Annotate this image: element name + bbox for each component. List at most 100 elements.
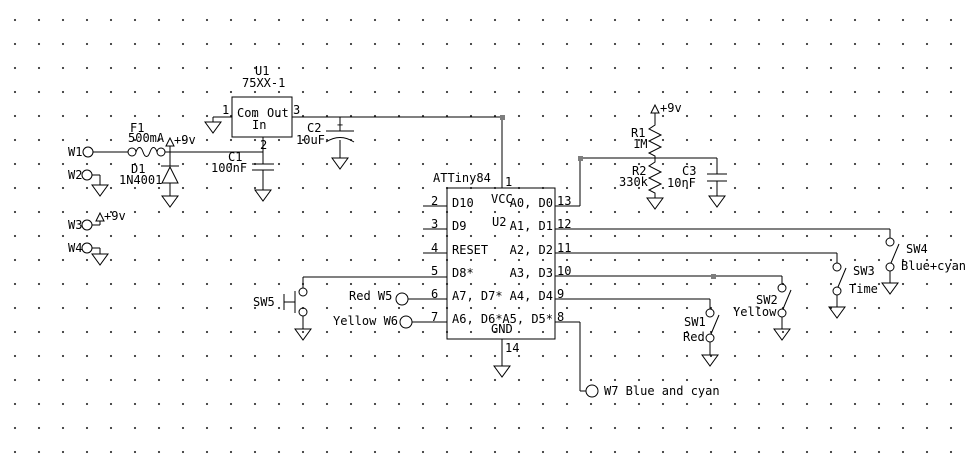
- terminal-w2[interactable]: [81, 169, 93, 181]
- terminal-w5-label: Red W5: [349, 289, 393, 303]
- ground-icon: [493, 365, 511, 378]
- mcu-pin-num: 12: [557, 217, 572, 231]
- sw4-note-label: Blue+cyan: [901, 259, 967, 273]
- selection-handles[interactable]: [500, 115, 716, 279]
- sw5-ref-label: SW5: [253, 295, 275, 309]
- ground-icon: [294, 328, 312, 341]
- mcu-ref-label: U2: [492, 215, 507, 229]
- switch-sw3[interactable]: [832, 262, 847, 296]
- regulator-value-label: 75XX-1: [242, 76, 286, 90]
- selection-handle: [711, 274, 716, 279]
- mcu-gnd-label: GND: [491, 322, 513, 336]
- mcu-pin-num: 2: [431, 194, 439, 208]
- mcu-u2[interactable]: [446, 187, 556, 340]
- terminal-w5[interactable]: [395, 292, 409, 306]
- ground-icon: [331, 157, 349, 170]
- regulator-pin-com-label: Com: [237, 106, 259, 120]
- c1-ref-label: C1: [228, 150, 243, 164]
- sw1-ref-label: SW1: [684, 315, 706, 329]
- ground-icon: [881, 282, 899, 295]
- regulator-pin-out-label: Out: [267, 106, 289, 120]
- capacitor-c2[interactable]: [325, 137, 355, 143]
- ground-icon: [91, 184, 109, 197]
- terminal-w6[interactable]: [399, 315, 413, 329]
- fuse-ref-label: F1: [130, 121, 145, 135]
- c2-polarity-mark: +: [337, 120, 344, 131]
- power-arrow-icon: [95, 211, 105, 222]
- mcu-pin-num: 11: [557, 241, 572, 255]
- selection-handle: [500, 115, 505, 120]
- switch-sw4[interactable]: [885, 237, 900, 272]
- sw1-note-label: Red: [683, 330, 705, 344]
- power-symbols: [95, 103, 660, 222]
- switch-sw1[interactable]: [705, 308, 720, 343]
- sw3-note-label: Time: [849, 282, 878, 296]
- terminal-w3-label: W3: [68, 218, 83, 232]
- terminal-w6-label: Yellow W6: [333, 314, 399, 328]
- mcu-pin1-num: 1: [505, 175, 513, 189]
- regulator-u1[interactable]: [231, 96, 293, 138]
- switch-sw2[interactable]: [777, 283, 792, 318]
- terminal-w2-label: W2: [68, 168, 83, 182]
- diode-d1[interactable]: [161, 165, 179, 184]
- mcu-pin-label: A2, D2: [509, 243, 553, 257]
- sw4-ref-label: SW4: [906, 242, 928, 256]
- c2-value-label: 10uF: [296, 133, 325, 147]
- regulator-ref-label: U1: [255, 64, 270, 78]
- mcu-pin-label: RESET: [452, 243, 489, 257]
- mcu-pin-label: A3, D3: [509, 266, 553, 280]
- terminal-w4[interactable]: [81, 242, 93, 254]
- terminal-w7-label: W7 Blue and cyan: [604, 384, 720, 398]
- mcu-pin-num: 8: [557, 310, 565, 324]
- power-arrow-icon: [650, 103, 660, 114]
- power-rail-label: +9v: [660, 101, 682, 115]
- c1-value-label: 100nF: [211, 161, 248, 175]
- power-rail-label: +9v: [174, 133, 196, 147]
- r1-value-label: 1M: [633, 137, 648, 151]
- mcu-pin-label: D8*: [452, 266, 474, 280]
- c3-value-label: 10nF: [667, 176, 696, 190]
- mcu-pin14-num: 14: [505, 341, 520, 355]
- mcu-pin-label: A1, D1: [509, 219, 553, 233]
- c2-ref-label: C2: [307, 121, 322, 135]
- mcu-pin-num: 5: [431, 264, 439, 278]
- mcu-pin-label: D10: [452, 196, 474, 210]
- fuse-f1[interactable]: [127, 147, 166, 157]
- ground-icon: [701, 354, 719, 367]
- sw3-ref-label: SW3: [853, 264, 875, 278]
- mcu-pin-num: 3: [431, 217, 439, 231]
- terminal-w3[interactable]: [81, 219, 93, 231]
- sw2-note-label: Yellow: [733, 305, 777, 319]
- resistor-r2[interactable]: [647, 158, 663, 196]
- r2-ref-label: R2: [632, 164, 647, 178]
- ground-symbols: [91, 121, 899, 378]
- resistor-r1[interactable]: [647, 121, 663, 158]
- terminal-w7[interactable]: [585, 384, 599, 398]
- terminal-w1[interactable]: [82, 146, 94, 158]
- r1-ref-label: R1: [631, 126, 646, 140]
- ground-icon: [161, 195, 179, 208]
- mcu-pin-num: 10: [557, 264, 572, 278]
- mcu-pin-label: A0, D0: [509, 196, 553, 210]
- wire-segments: [92, 113, 891, 392]
- ground-icon: [773, 328, 791, 341]
- mcu-pin-num: 13: [557, 194, 572, 208]
- regulator-pin-in-label: In: [252, 118, 267, 132]
- r2-value-label: 330k: [619, 175, 648, 189]
- diode-ref-label: D1: [131, 162, 146, 176]
- ground-icon: [254, 189, 272, 202]
- mcu-pin-num: 6: [431, 287, 439, 301]
- terminal-w1-label: W1: [68, 145, 83, 159]
- regulator-pin1-num: 1: [222, 103, 230, 117]
- mcu-pin-label: A6, D6*: [452, 312, 503, 326]
- mcu-pin-label: D9: [452, 219, 467, 233]
- mcu-pin-num: 4: [431, 241, 439, 255]
- mcu-pin-label: A5, D5*: [502, 312, 553, 326]
- fuse-value-label: 500mA: [128, 131, 165, 145]
- ground-icon: [708, 195, 726, 208]
- selection-handle: [578, 156, 583, 161]
- sw2-ref-label: SW2: [756, 293, 778, 307]
- pushbutton-sw5[interactable]: [298, 287, 308, 317]
- ground-icon: [646, 197, 664, 210]
